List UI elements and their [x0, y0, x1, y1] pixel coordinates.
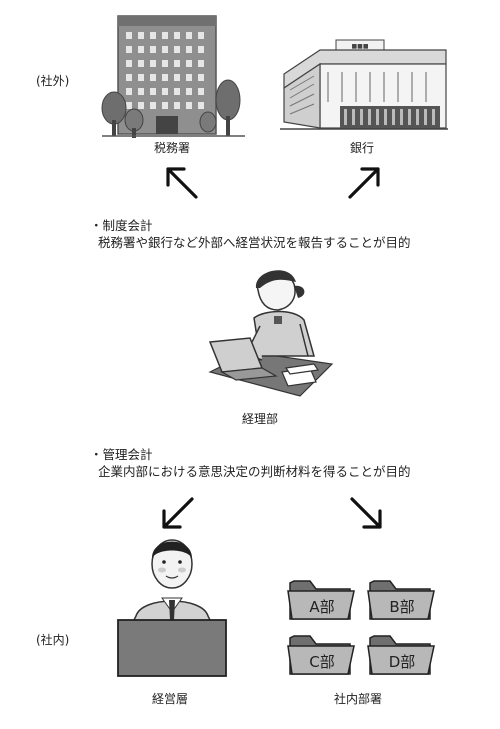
folder-b-icon: B部 [367, 580, 435, 620]
arrow-down-left-icon [162, 497, 194, 529]
departments-label: 社内部署 [334, 692, 383, 706]
tax-office-building-icon [101, 15, 245, 138]
financial-accounting-description: 税務署や銀行など外部へ経営状況を報告することが目的 [98, 235, 411, 250]
accountant-at-laptop-illustration [208, 270, 334, 397]
accounting-dept-label: 経理部 [242, 412, 279, 426]
management-accounting-description: 企業内部における意思決定の判断材料を得ることが目的 [98, 464, 411, 479]
scope-inside-label: (社内) [36, 633, 70, 647]
folder-d-icon: D部 [367, 635, 435, 675]
arrow-up-left-icon [166, 167, 198, 199]
bank-label: 銀行 [350, 141, 375, 155]
arrow-down-right-icon [350, 497, 382, 529]
executive-illustration [117, 539, 227, 677]
folder-a-label: A部 [309, 598, 334, 616]
tax-office-label: 税務署 [154, 141, 191, 155]
bank-building-icon: ■■■ [280, 39, 448, 130]
svg-text:■■■: ■■■ [351, 43, 368, 50]
folder-a-icon: A部 [287, 580, 355, 620]
financial-accounting-title: ・制度会計 [90, 218, 153, 233]
management-accounting-title: ・管理会計 [90, 447, 153, 462]
folder-b-label: B部 [389, 598, 414, 616]
management-label: 経営層 [152, 692, 189, 706]
folder-c-label: C部 [309, 653, 334, 671]
arrow-up-right-icon [348, 167, 380, 199]
scope-outside-label: (社外) [36, 74, 70, 88]
folder-d-label: D部 [389, 653, 416, 671]
folder-c-icon: C部 [287, 635, 355, 675]
